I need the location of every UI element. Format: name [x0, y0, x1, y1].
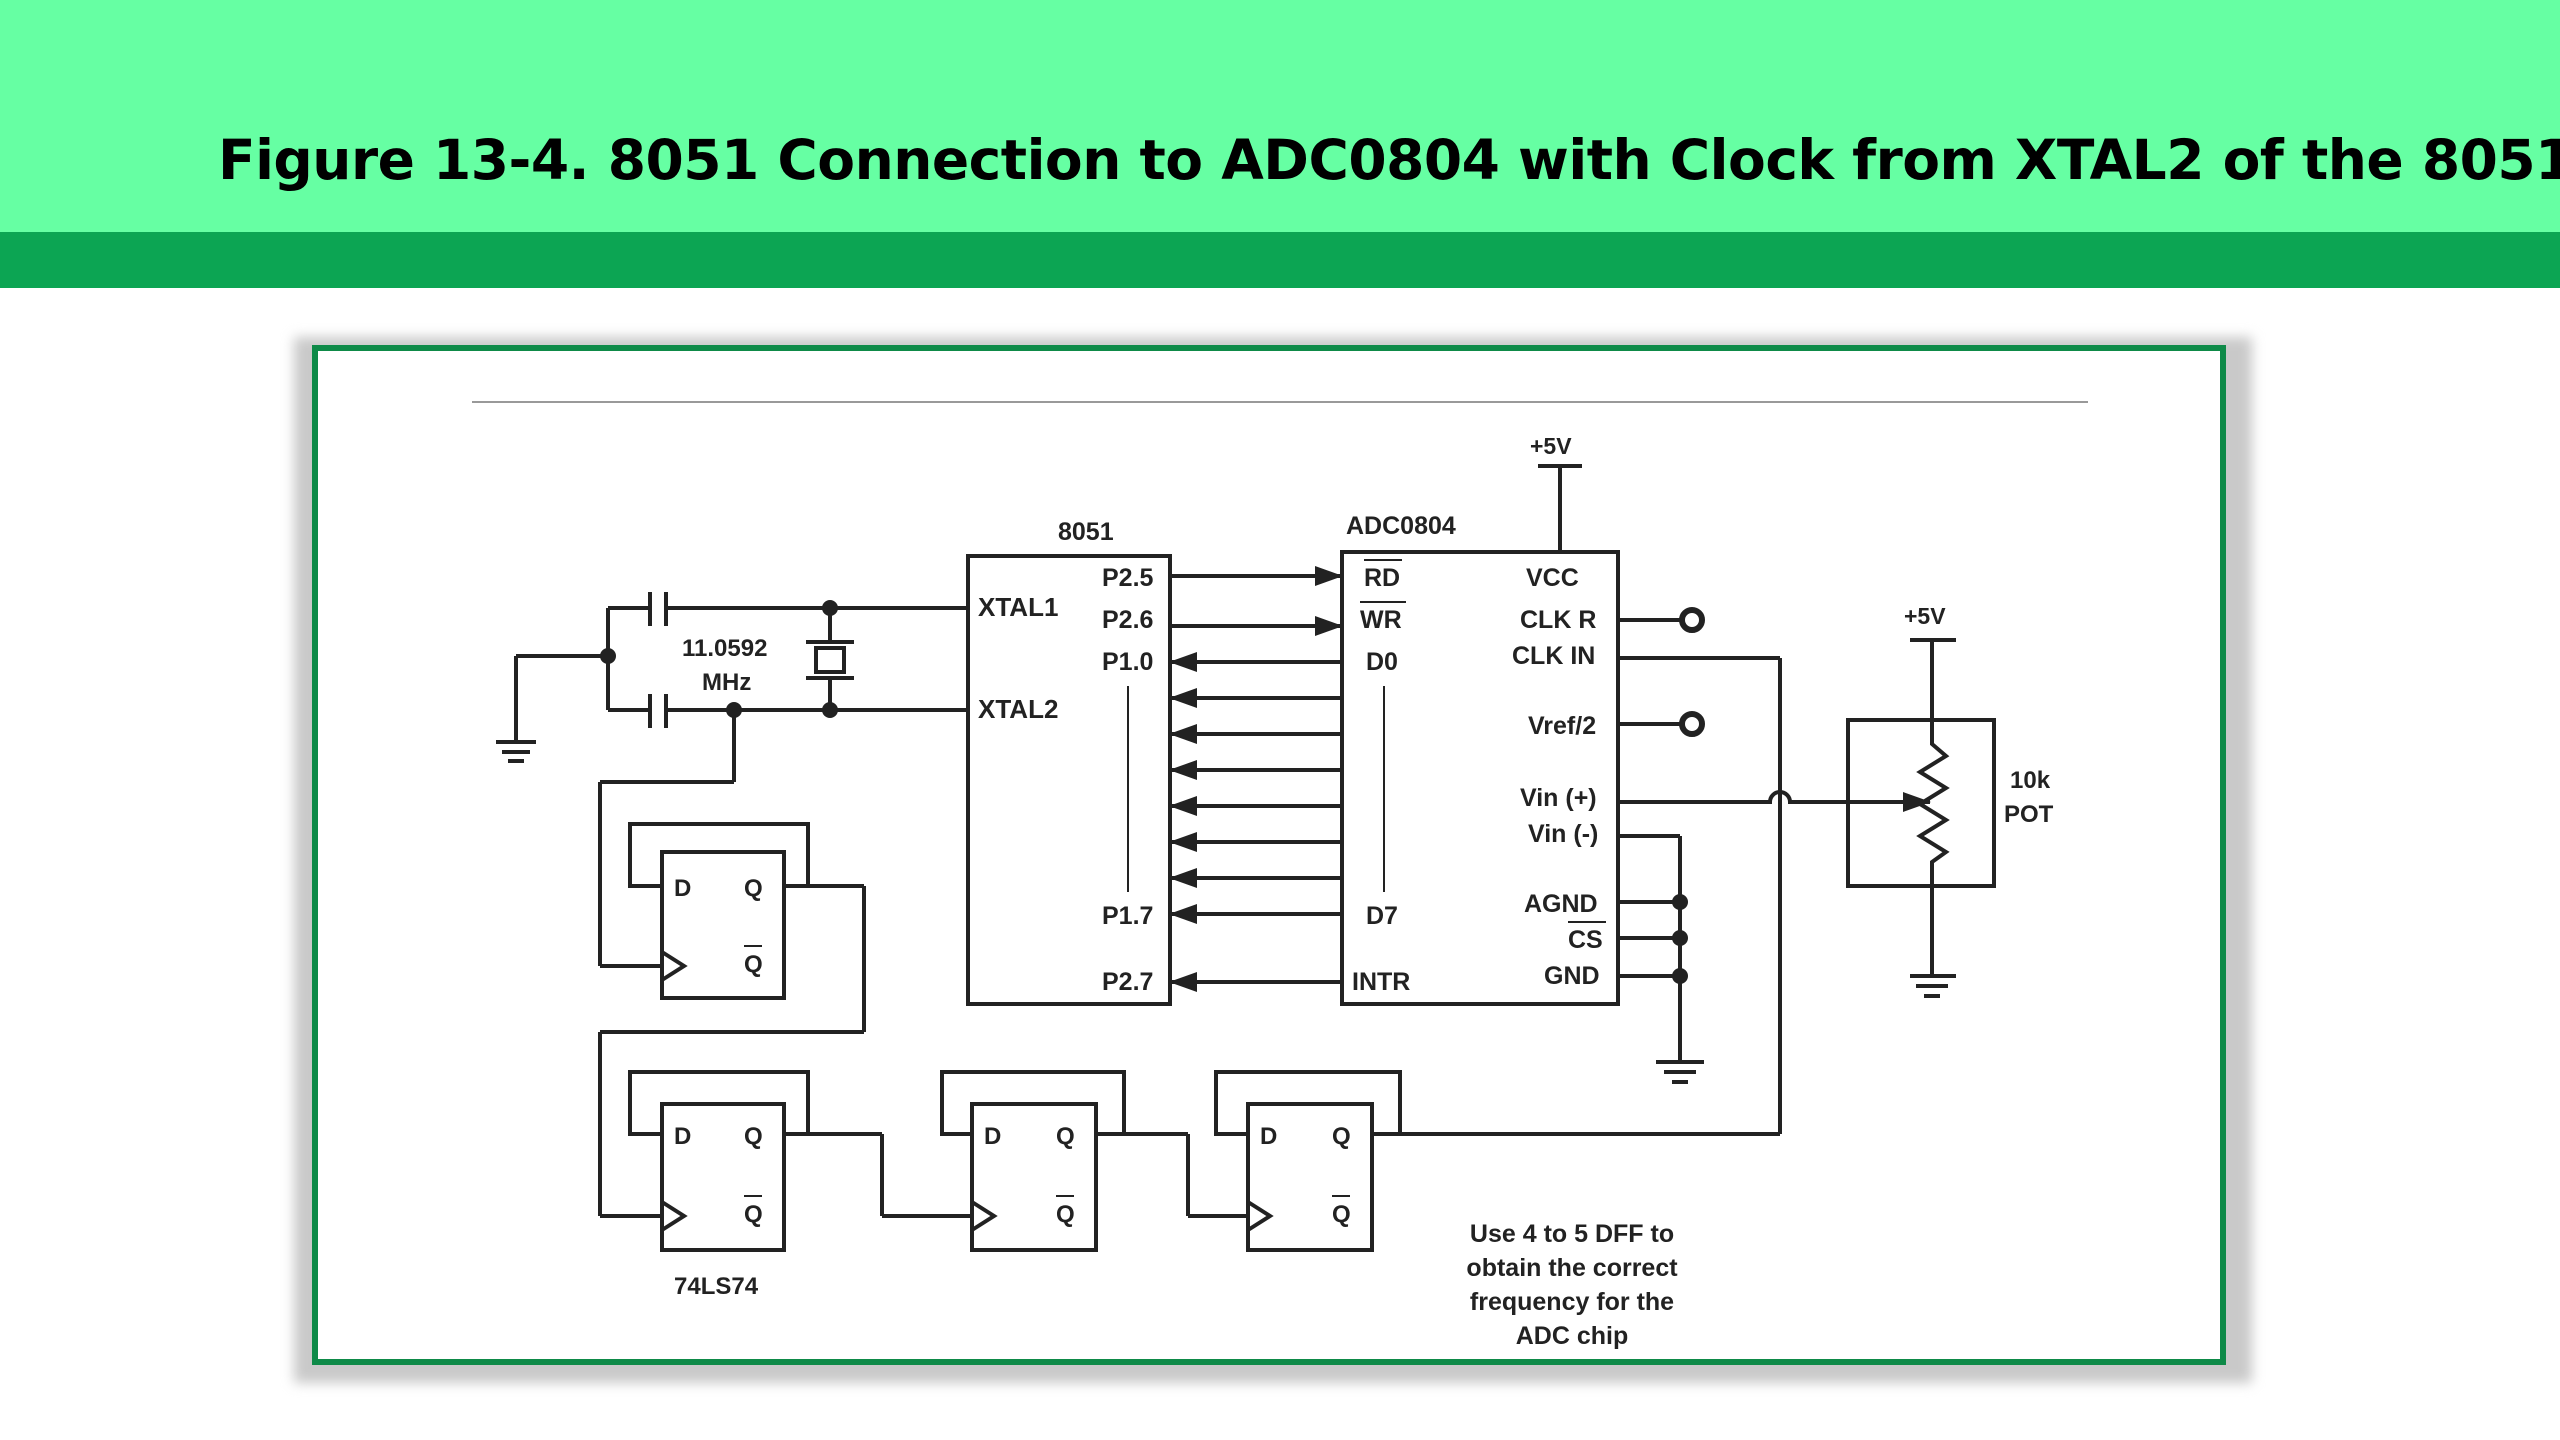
p17-label: P1.7	[1102, 902, 1153, 930]
note-line-1: Use 4 to 5 DFF to	[1470, 1220, 1674, 1248]
pot-value-label: 10k	[2010, 767, 2051, 794]
dff2-d-label: D	[674, 1123, 691, 1150]
dff3-d-label: D	[984, 1123, 1001, 1150]
slide-title: Figure 13-4. 8051 Connection to ADC0804 …	[218, 128, 2560, 192]
d7-label: D7	[1366, 902, 1398, 930]
header-bar	[0, 0, 2560, 232]
vinn-label: Vin (-)	[1528, 820, 1598, 848]
dff2-q-label: Q	[744, 1123, 763, 1150]
header-band	[0, 232, 2560, 288]
dff-part-label: 74LS74	[674, 1273, 759, 1300]
dff4-q-label: Q	[1332, 1123, 1351, 1150]
gnd-label: GND	[1544, 962, 1600, 990]
p26-label: P2.6	[1102, 606, 1153, 634]
p27-label: P2.7	[1102, 968, 1153, 996]
dff4-qbar-label: Q	[1332, 1201, 1351, 1228]
note-line-3: frequency for the	[1470, 1288, 1674, 1316]
note-line-2: obtain the correct	[1466, 1254, 1678, 1282]
dff1-qbar-label: Q	[744, 951, 763, 978]
xtal2-label: XTAL2	[978, 694, 1058, 724]
pot-supply-label: +5V	[1904, 603, 1946, 629]
vinp-label: Vin (+)	[1520, 784, 1597, 812]
cs-label: CS	[1568, 926, 1603, 954]
crystal-freq-label: 11.0592	[682, 635, 767, 662]
dff3-q-label: Q	[1056, 1123, 1075, 1150]
wr-label: WR	[1360, 606, 1402, 634]
adc-name: ADC0804	[1346, 512, 1456, 540]
agnd-label: AGND	[1524, 890, 1598, 918]
xtal1-label: XTAL1	[978, 592, 1058, 622]
p10-label: P1.0	[1102, 648, 1153, 676]
clkin-label: CLK IN	[1512, 642, 1595, 670]
dff2-qbar-label: Q	[744, 1201, 763, 1228]
rd-label: RD	[1364, 564, 1400, 592]
dff1-q-label: Q	[744, 875, 763, 902]
clkr-label: CLK R	[1520, 606, 1596, 634]
mcu-name: 8051	[1058, 518, 1114, 546]
mcu-8051-box	[966, 554, 1172, 1006]
vcc-label: VCC	[1526, 564, 1579, 592]
adc-supply-label: +5V	[1530, 433, 1572, 459]
adc0804-box	[1340, 550, 1620, 1006]
pot-name-label: POT	[2004, 801, 2054, 828]
d0-label: D0	[1366, 648, 1398, 676]
intr-label: INTR	[1352, 968, 1410, 996]
note-line-4: ADC chip	[1516, 1322, 1629, 1350]
vref-label: Vref/2	[1528, 712, 1596, 740]
dff4-d-label: D	[1260, 1123, 1277, 1150]
dff3-qbar-label: Q	[1056, 1201, 1075, 1228]
dff1-d-label: D	[674, 875, 691, 902]
p25-label: P2.5	[1102, 564, 1154, 592]
crystal-unit-label: MHz	[702, 669, 751, 696]
